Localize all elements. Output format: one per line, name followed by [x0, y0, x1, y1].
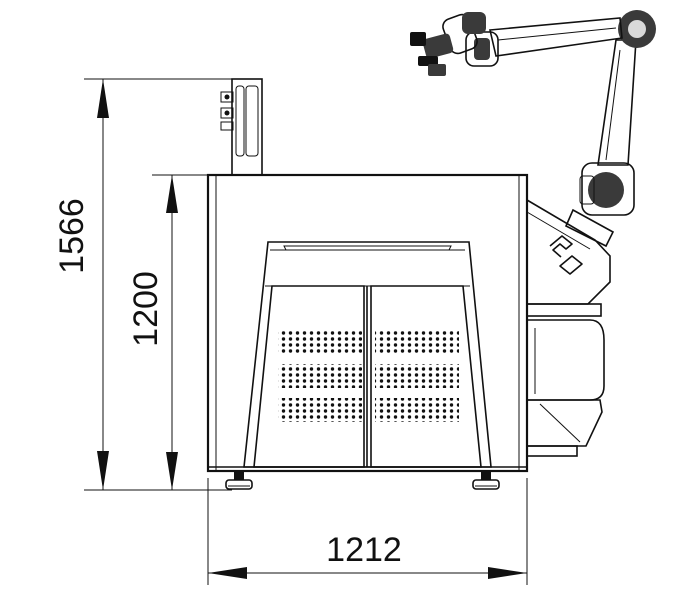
width-label: 1212 — [326, 531, 402, 569]
side-module — [526, 198, 611, 457]
body-height-label: 1200 — [127, 271, 165, 347]
main-cabinet — [206, 173, 529, 473]
cabinet-feet — [225, 471, 500, 490]
ventilation-holes — [278, 331, 459, 422]
control-panel-post — [220, 78, 263, 176]
total-height-label: 1566 — [53, 198, 91, 274]
brand-logo-icon — [549, 235, 583, 275]
robot-arm — [410, 10, 656, 248]
dimension-lines — [84, 78, 528, 585]
